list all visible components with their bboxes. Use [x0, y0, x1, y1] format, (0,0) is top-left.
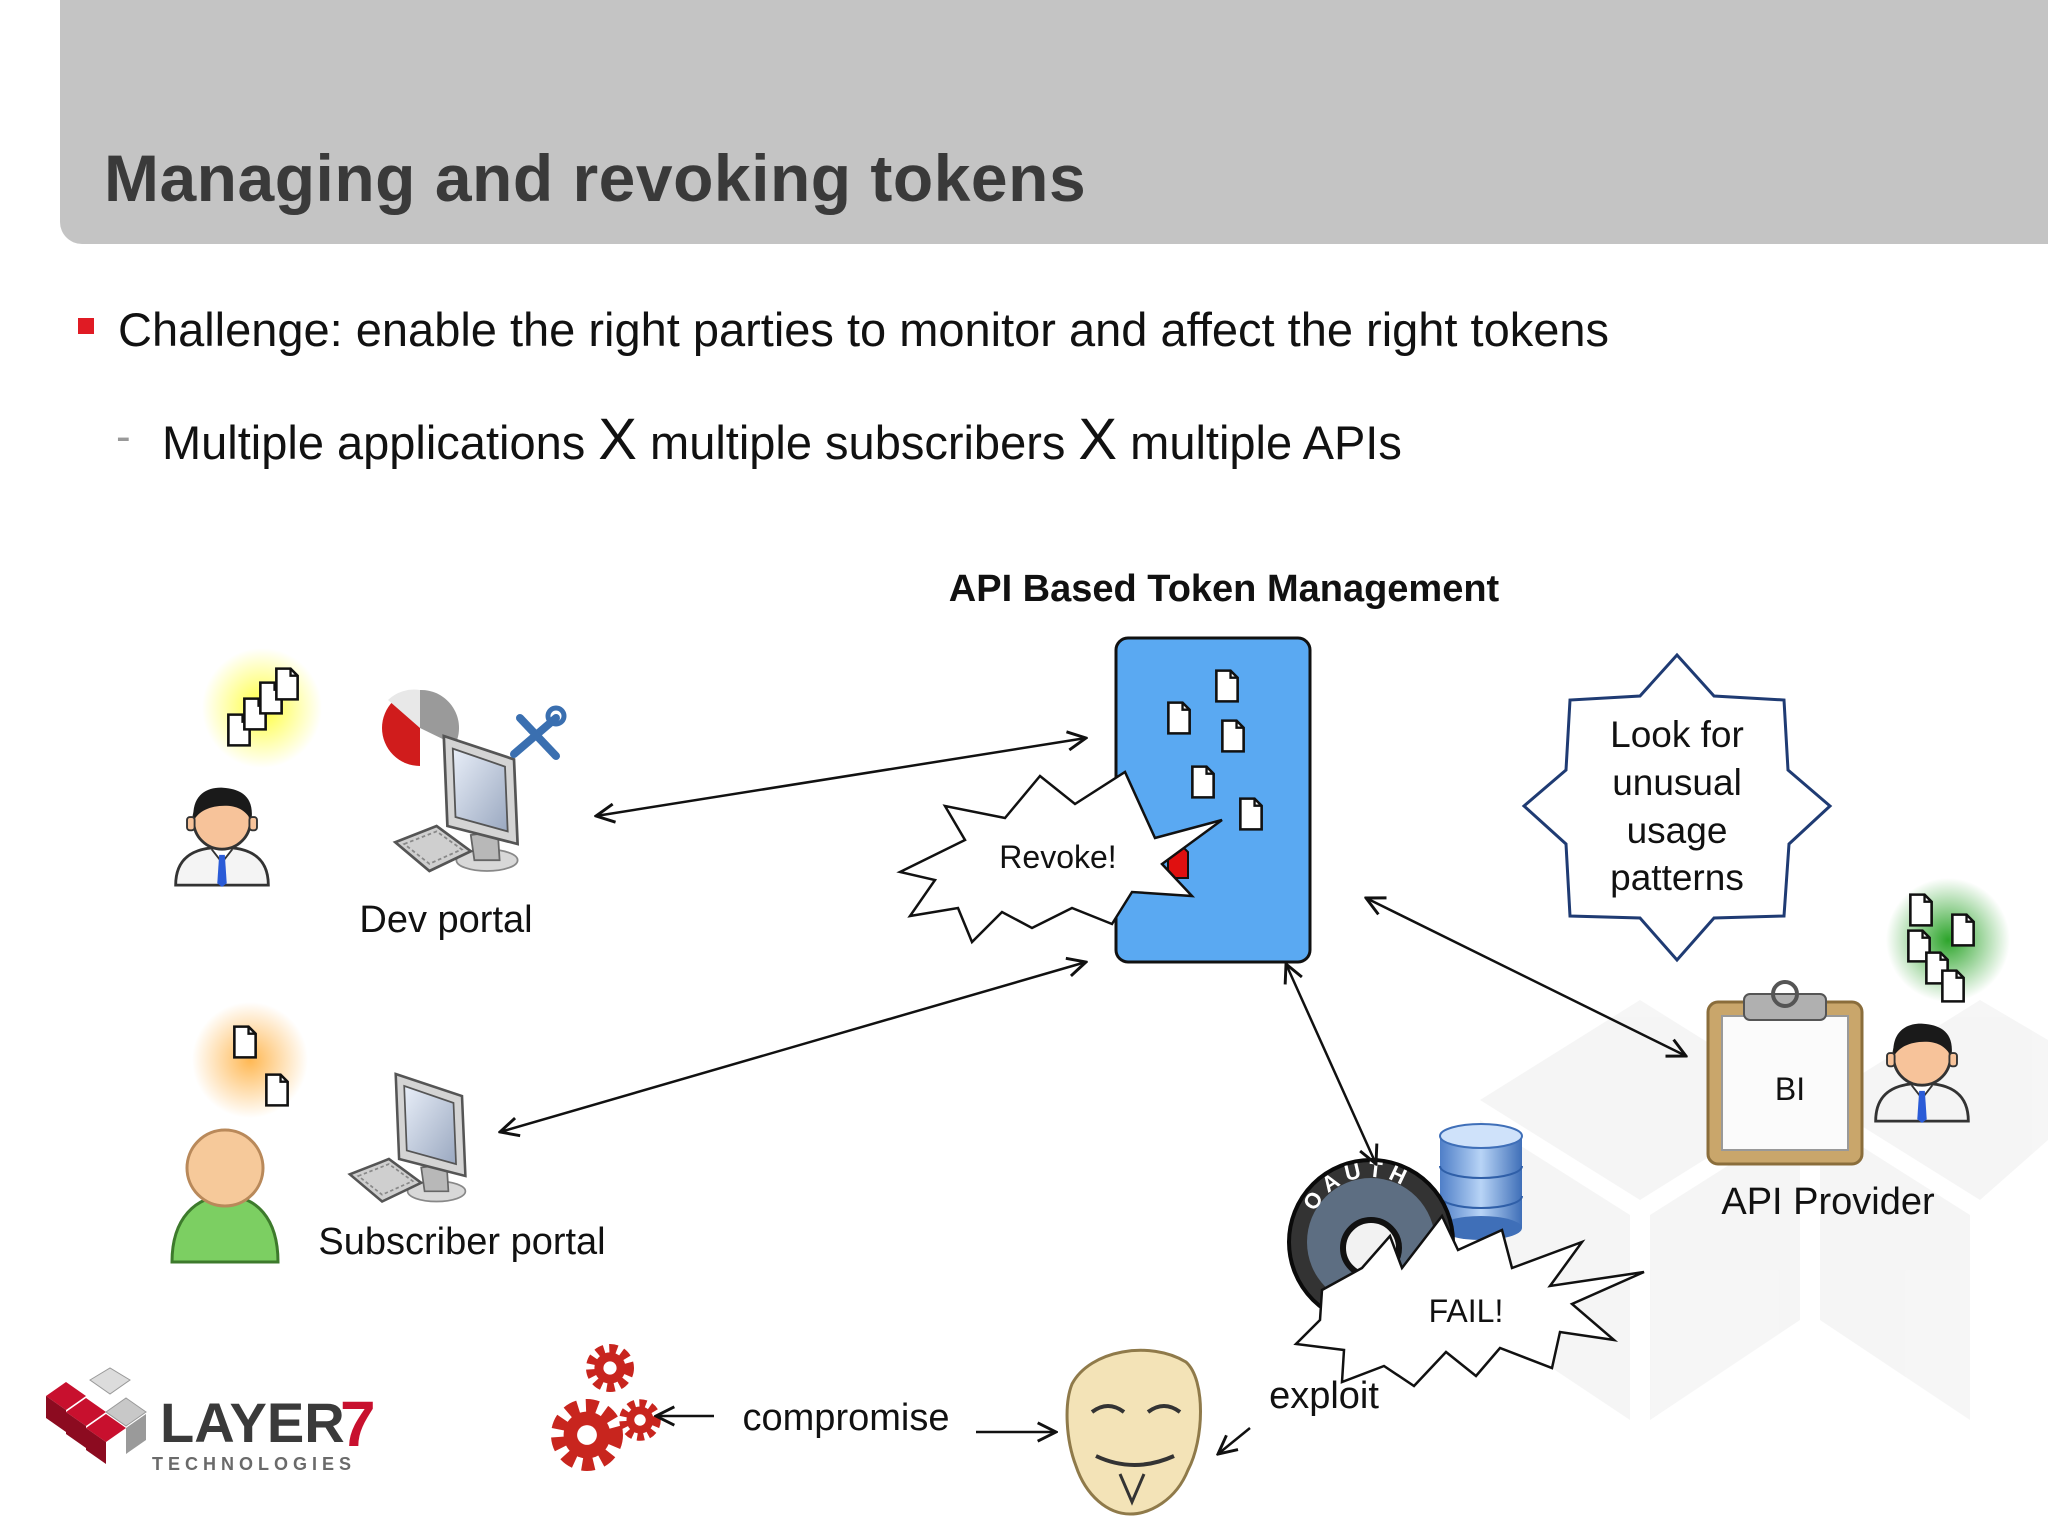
diagram-heading: API Based Token Management: [949, 568, 1500, 610]
page-title: Managing and revoking tokens: [104, 141, 1087, 215]
logo-tagline: TECHNOLOGIES: [152, 1454, 356, 1474]
dev-portal: Dev portal: [359, 689, 567, 941]
sub-bullet-part3: multiple APIs: [1130, 416, 1402, 469]
sub-bullet-part1: Multiple applications: [162, 416, 586, 469]
computer-icon: [348, 1072, 467, 1204]
layer7-logo: LAYER 7 TECHNOLOGIES: [46, 1367, 376, 1474]
look-for-line-2: unusual: [1612, 762, 1742, 803]
arrow-token-store-api-provider: [1366, 898, 1686, 1056]
subscriber-portal: Subscriber portal: [318, 1072, 606, 1263]
look-for-line-3: usage: [1627, 810, 1728, 851]
api-provider: BI API Provider: [1706, 878, 2010, 1223]
token-icon: [1951, 913, 1975, 947]
attacker-mask-icon: [1065, 1348, 1202, 1516]
developer-user: [174, 648, 322, 889]
sub-bullet-part2: multiple subscribers: [650, 416, 1066, 469]
bullet-challenge: Challenge: enable the right parties to m…: [118, 303, 1610, 356]
fail-label: FAIL!: [1429, 1293, 1504, 1329]
logo-wordmark: LAYER: [160, 1391, 345, 1454]
fail-callout: FAIL!: [1293, 1213, 1645, 1388]
tools-icon: [510, 705, 567, 760]
token-icon: [1239, 797, 1263, 831]
logo-number: 7: [340, 1388, 376, 1460]
sub-bullet-dash: -: [116, 412, 131, 461]
arrow-subscriber-portal-token-store: [500, 962, 1086, 1132]
token-icon: [1941, 969, 1965, 1003]
database-icon: [1439, 1123, 1523, 1240]
look-for-callout: Look for unusual usage patterns: [1521, 652, 1833, 963]
token-icon: [1221, 719, 1245, 753]
person-icon: [185, 1128, 265, 1208]
token-icon: [233, 1025, 257, 1059]
cross-symbol-1: X: [598, 407, 637, 472]
dev-portal-label: Dev portal: [359, 899, 532, 941]
token-icon: [1215, 669, 1239, 703]
token-icon: [1191, 765, 1215, 799]
subscriber-user: [170, 1002, 308, 1264]
bi-label: BI: [1775, 1071, 1805, 1107]
sub-bullet-multiple: Multiple applications X multiple subscri…: [162, 406, 1402, 473]
person-icon: [174, 786, 270, 889]
connectors: [500, 738, 1686, 1454]
cross-symbol-2: X: [1078, 407, 1118, 472]
compromise-label: compromise: [743, 1397, 950, 1439]
api-provider-label: API Provider: [1721, 1181, 1935, 1223]
subscriber-portal-label: Subscriber portal: [318, 1221, 605, 1263]
exploit-label: exploit: [1269, 1375, 1379, 1417]
arrow-dev-portal-token-store: [596, 738, 1086, 816]
revoke-label: Revoke!: [999, 839, 1116, 875]
token-icon: [275, 667, 299, 701]
title-bar: [60, 0, 2048, 244]
arrow-token-store-oauth: [1286, 964, 1376, 1164]
look-for-line-4: patterns: [1610, 857, 1744, 898]
bi-clipboard: BI: [1706, 980, 1864, 1166]
arrow-exploit-to-attacker: [1218, 1427, 1251, 1454]
token-icon: [1909, 893, 1933, 927]
bullet-marker: [78, 318, 94, 334]
compromised-app-gears-icon: [560, 1350, 656, 1462]
token-icon: [265, 1073, 289, 1107]
look-for-line-1: Look for: [1610, 714, 1744, 755]
token-store: [1114, 636, 1312, 964]
token-icon: [1167, 701, 1191, 735]
